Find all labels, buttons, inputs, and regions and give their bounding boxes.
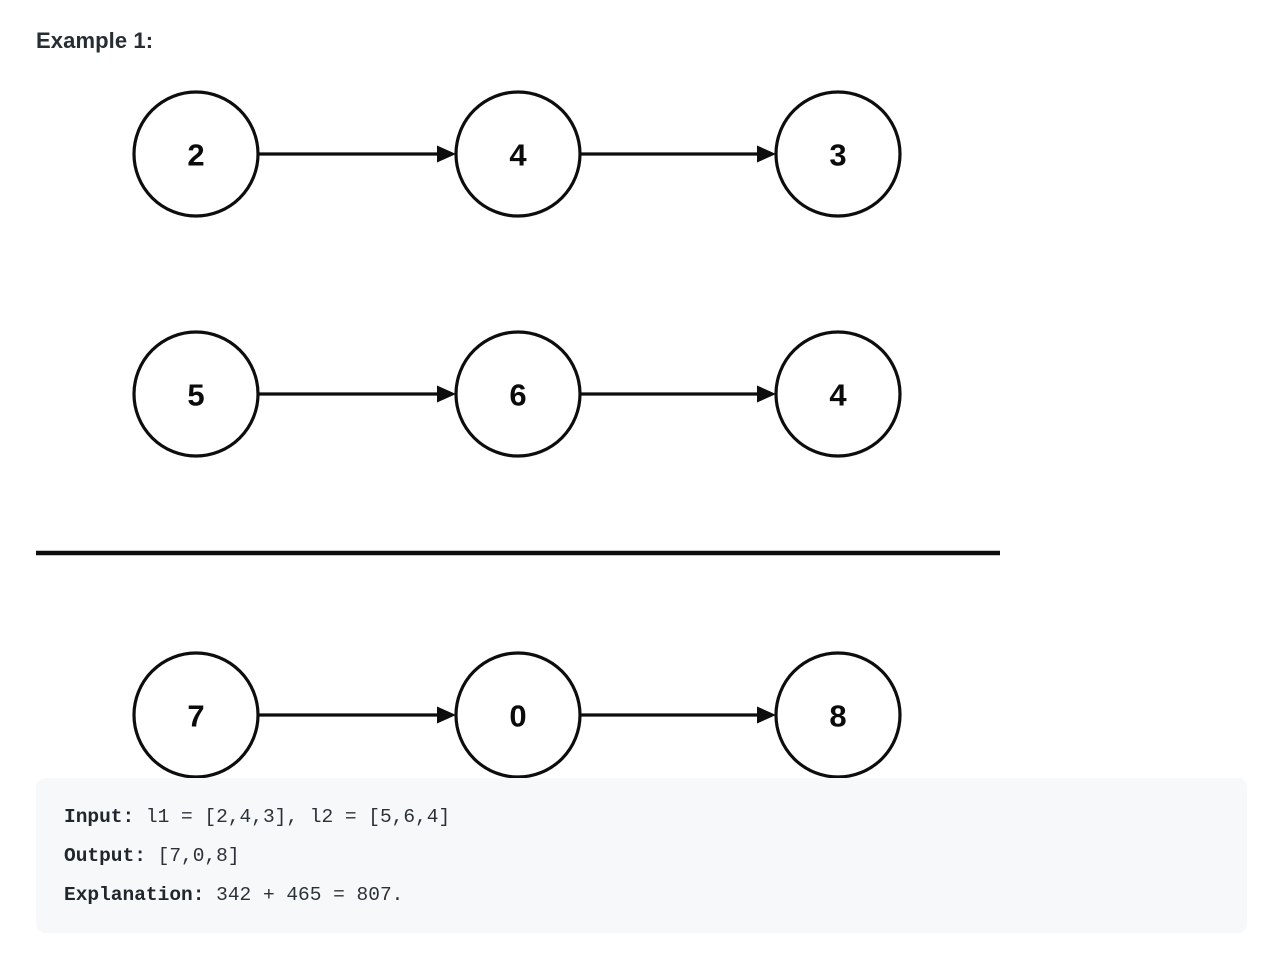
arrowhead-icon: [437, 385, 456, 403]
node-circle: [454, 651, 582, 779]
list-node: 4: [774, 330, 902, 458]
linked-list-diagram: 2 4 3 5 6 4 7 0 8: [36, 90, 1000, 779]
node-value-label: 7: [187, 699, 204, 734]
code-line-value: [7,0,8]: [145, 845, 240, 867]
list-node: 7: [132, 651, 260, 779]
arrowhead-icon: [437, 706, 456, 724]
code-line-value: l1 = [2,4,3], l2 = [5,6,4]: [134, 806, 451, 828]
node-circle: [132, 330, 260, 458]
list-node: 4: [454, 90, 582, 218]
code-line-label: Output:: [64, 845, 146, 867]
page-title: Example 1:: [36, 28, 154, 53]
edge-arrow: [258, 706, 456, 724]
node-circle: [132, 651, 260, 779]
arrowhead-icon: [757, 706, 776, 724]
diagram-canvas: 2 4 3 5 6 4 7 0 8: [36, 90, 1000, 779]
list-node: 0: [454, 651, 582, 779]
arrowhead-icon: [757, 385, 776, 403]
node-circle: [774, 651, 902, 779]
list-l2: 5 6 4: [132, 330, 902, 458]
edge-arrow: [580, 706, 776, 724]
node-value-label: 3: [829, 138, 846, 173]
edge-arrow: [580, 385, 776, 403]
list-result: 7 0 8: [132, 651, 902, 779]
list-node: 3: [774, 90, 902, 218]
arrowhead-icon: [437, 145, 456, 163]
node-circle: [132, 90, 260, 218]
list-node: 2: [132, 90, 260, 218]
node-circle: [774, 90, 902, 218]
edge-arrow: [580, 145, 776, 163]
example-code-block: Input: l1 = [2,4,3], l2 = [5,6,4]Output:…: [36, 778, 1247, 933]
edge-arrow: [258, 145, 456, 163]
code-line-label: Explanation:: [64, 884, 205, 906]
node-circle: [454, 90, 582, 218]
node-value-label: 2: [187, 138, 204, 173]
code-line-label: Input:: [64, 806, 135, 828]
arrowhead-icon: [757, 145, 776, 163]
node-value-label: 8: [829, 699, 846, 734]
node-circle: [454, 330, 582, 458]
code-line: Input: l1 = [2,4,3], l2 = [5,6,4]: [64, 798, 1247, 837]
node-circle: [774, 330, 902, 458]
code-line: Explanation: 342 + 465 = 807.: [64, 876, 1247, 915]
node-value-label: 4: [509, 138, 527, 173]
node-value-label: 0: [509, 699, 526, 734]
code-line: Output: [7,0,8]: [64, 837, 1247, 876]
node-value-label: 4: [829, 378, 847, 413]
code-line-value: 342 + 465 = 807.: [204, 884, 404, 906]
list-node: 5: [132, 330, 260, 458]
list-node: 8: [774, 651, 902, 779]
node-value-label: 5: [187, 378, 204, 413]
list-l1: 2 4 3: [132, 90, 902, 218]
node-value-label: 6: [509, 378, 526, 413]
edge-arrow: [258, 385, 456, 403]
list-node: 6: [454, 330, 582, 458]
